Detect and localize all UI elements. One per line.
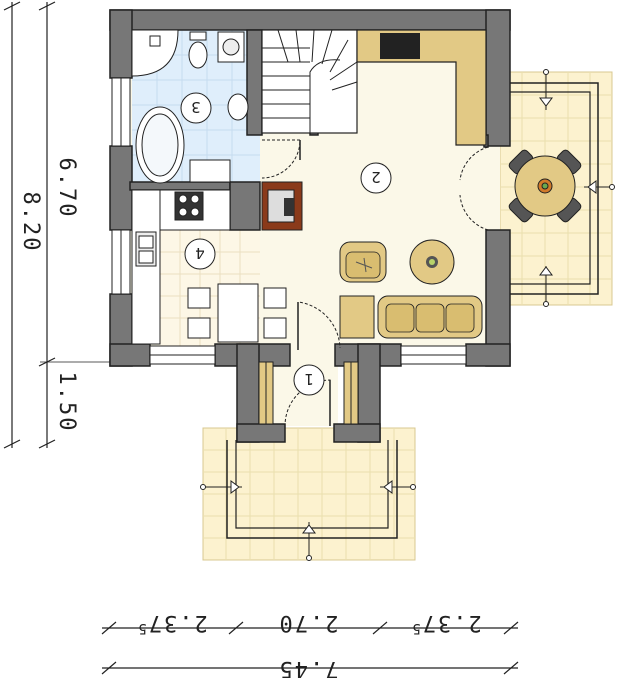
vestibule-closets xyxy=(258,361,359,425)
room-label-4: 4 xyxy=(184,238,216,270)
room-label-2: 2 xyxy=(360,162,392,194)
dimension-left-total: 8.20 xyxy=(18,192,43,253)
dimension-bottom-segment-2: 2.70 xyxy=(278,610,339,635)
bottom-dimensions xyxy=(101,621,519,675)
cabinet xyxy=(339,295,375,339)
dimension-bottom-total: 7.45 xyxy=(278,656,339,678)
terrace-dining-set xyxy=(508,149,582,223)
dimension-bottom-segment-3: 2.375 xyxy=(410,610,481,636)
room-number-3: 3 xyxy=(191,98,201,116)
sofa xyxy=(377,295,483,339)
windows xyxy=(111,77,467,365)
kitchen-counter-right xyxy=(356,29,487,146)
walls xyxy=(109,9,511,443)
armchair xyxy=(339,241,387,283)
room-number-2: 2 xyxy=(371,168,381,186)
room-number-4: 4 xyxy=(195,244,205,262)
dimension-left-upper: 6.70 xyxy=(54,158,79,219)
bathroom-fixtures xyxy=(131,29,249,184)
staircase xyxy=(261,29,358,135)
room-label-1: 1 xyxy=(293,364,325,396)
front-terrace xyxy=(200,427,416,561)
room-number-1: 1 xyxy=(304,370,314,388)
kitchen-fixtures xyxy=(131,189,287,345)
room-label-3: 3 xyxy=(180,92,212,124)
dimension-left-lower: 1.50 xyxy=(54,372,79,433)
left-dimensions xyxy=(3,1,110,449)
fireplace xyxy=(261,181,303,231)
dimension-bottom-segment-1: 2.375 xyxy=(136,610,207,636)
coffee-table xyxy=(409,239,455,285)
doors xyxy=(261,139,489,427)
